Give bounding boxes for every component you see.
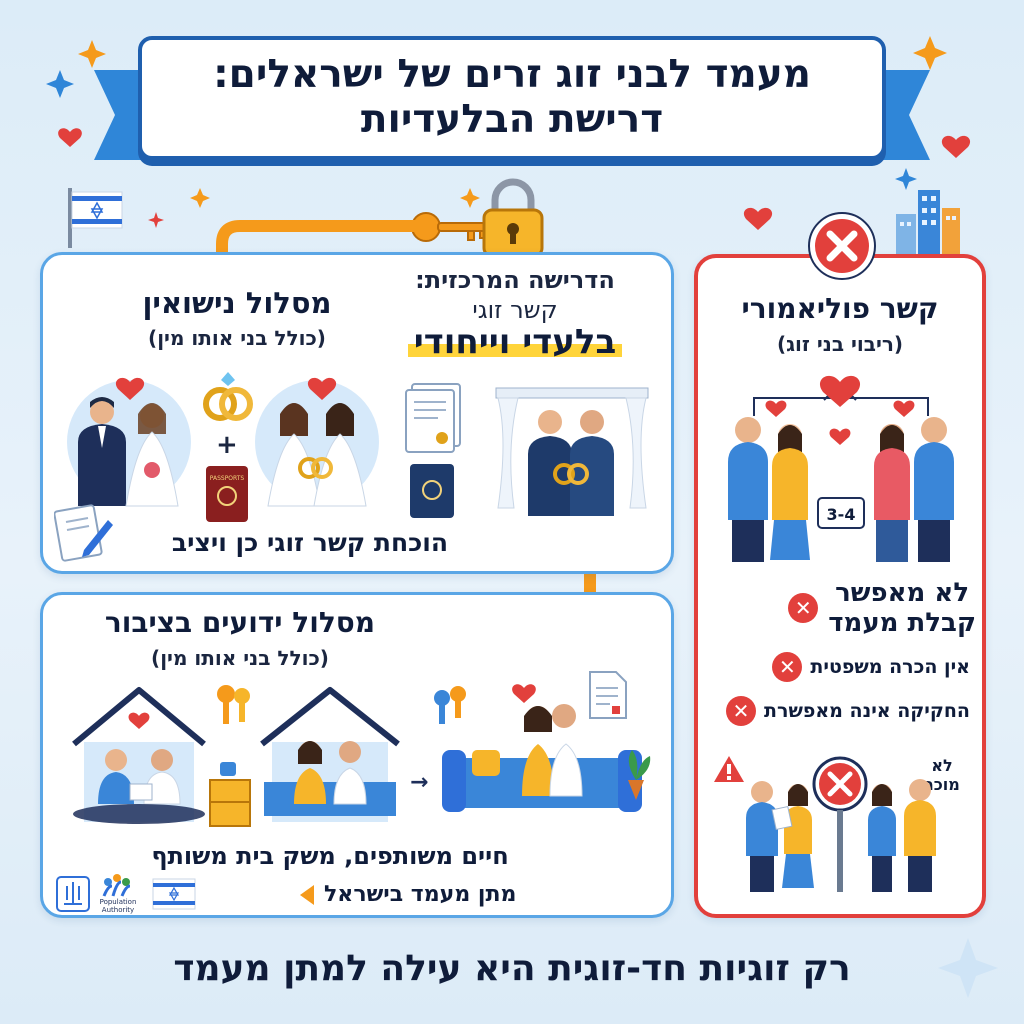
- result-arrow-icon: [300, 884, 314, 905]
- population-authority-label: Population Authority: [99, 898, 137, 914]
- heart-icon: [128, 712, 150, 729]
- population-authority-logo-icon: [102, 874, 131, 897]
- heart-icon: [307, 377, 337, 400]
- footer-statement: רק זוגיות חד-זוגית היא עילה למתן מעמד: [173, 948, 851, 989]
- heart-icon: [512, 684, 536, 703]
- wedding-canopy-illustration: [495, 387, 649, 516]
- sparkle-icon: [78, 40, 106, 68]
- marriage-track-subheading: (כולל בני אותו מין): [148, 326, 326, 350]
- warning-icon: [714, 756, 744, 782]
- heart-icon: [893, 400, 915, 417]
- polyamory-heading: קשר פוליאמורי: [741, 292, 939, 325]
- document-icon: [405, 383, 461, 518]
- passport-icon: PASSPORTS: [206, 466, 248, 522]
- heart-icon: [941, 135, 971, 158]
- keys-icon: [217, 685, 250, 724]
- x-circle-icon: ✕: [726, 696, 757, 726]
- x-circle-icon: [808, 212, 876, 280]
- page-title-line2: דרישת הבלעדיות: [360, 97, 664, 142]
- sofa-icon: [264, 782, 396, 816]
- x-circle-icon: ✕: [772, 652, 803, 682]
- not-recognized-label: לא מוכר: [912, 756, 972, 794]
- flow-arrow-small: →: [410, 770, 429, 795]
- reason-row-1: אין הכרה משפטית ✕: [704, 652, 970, 682]
- x-circle-icon: ✕: [788, 593, 819, 623]
- israel-flag-icon: [68, 188, 123, 248]
- sparkle-icon: [938, 938, 998, 998]
- polyamory-status: לא מאפשר קבלת מעמד ✕: [704, 578, 976, 638]
- reason-text: החקיקה אינה מאפשרת: [764, 700, 970, 722]
- sparkle-icon: [190, 188, 210, 208]
- rejected-group-illustration: [746, 756, 936, 892]
- result-text: מתן מעמד בישראל: [324, 882, 517, 907]
- passport-label: PASSPORTS: [210, 475, 245, 482]
- central-requirement-highlight-wrap: בלעדי וייחודי: [370, 322, 660, 362]
- count-badge: 3-4: [827, 505, 856, 524]
- padlock-icon: [482, 178, 544, 258]
- pen-paper-icon: [54, 504, 113, 562]
- title-banner: מעמד לבני זוג זרים של ישראלים: דרישת הבל…: [138, 36, 886, 160]
- result-row: מתן מעמד בישראל: [300, 882, 660, 907]
- central-requirement-label: הדרישה המרכזית:: [415, 266, 615, 294]
- status-line1: לא מאפשר: [835, 578, 970, 608]
- sparkle-icon: [46, 70, 74, 98]
- central-requirement-line2: קשר זוגי: [472, 296, 558, 324]
- plus-sign: +: [216, 430, 238, 460]
- reason-text: אין הכרה משפטית: [810, 656, 970, 678]
- house-icon: [72, 687, 206, 824]
- heart-icon: [148, 212, 164, 228]
- polyamory-group-illustration: 3-4: [728, 375, 954, 562]
- heart-icon: [115, 377, 145, 400]
- heart-icon: [765, 400, 787, 417]
- couple-sofa-illustration: [434, 684, 651, 812]
- not-recognized-line1: לא: [931, 756, 953, 775]
- central-requirement-highlight: בלעדי וייחודי: [407, 322, 623, 362]
- page-title-line1: מעמד לבני זוג זרים של ישראלים:: [213, 52, 811, 98]
- not-recognized-line2: מוכר: [924, 775, 960, 795]
- marriage-track-heading: מסלול נישואין: [142, 286, 332, 320]
- sparkle-icon: [460, 188, 480, 208]
- heart-icon: [819, 375, 861, 407]
- heart-icon: [58, 128, 82, 147]
- living-room-illustration: [260, 687, 400, 822]
- state-emblem-icon: [56, 876, 90, 912]
- cabinet-icon: [209, 762, 251, 827]
- document-icon: [589, 671, 627, 719]
- bride-groom-illustration: [67, 377, 191, 507]
- keys-icon: [434, 686, 466, 724]
- marriage-track-caption: הוכחת קשר זוגי כן ויציב: [171, 528, 449, 557]
- common-law-track-caption: חיים משותפים, משק בית משותף: [151, 842, 509, 870]
- city-buildings-icon: [896, 190, 960, 256]
- sparkle-icon: [895, 168, 917, 190]
- reason-row-2: החקיקה אינה מאפשרת ✕: [704, 696, 970, 726]
- heart-icon: [743, 207, 773, 230]
- heart-icon: [829, 428, 851, 445]
- status-line2: קבלת מעמד: [828, 608, 976, 638]
- israel-flag-icon: [152, 878, 196, 910]
- two-brides-illustration: [255, 377, 379, 507]
- polyamory-subheading: (ריבוי בני זוג): [776, 332, 904, 356]
- sparkle-icon: [913, 36, 947, 70]
- rings-icon: [203, 372, 253, 421]
- common-law-track-subheading: (כולל בני אותו מין): [151, 646, 329, 670]
- common-law-track-heading: מסלול ידועים בציבור: [104, 606, 376, 639]
